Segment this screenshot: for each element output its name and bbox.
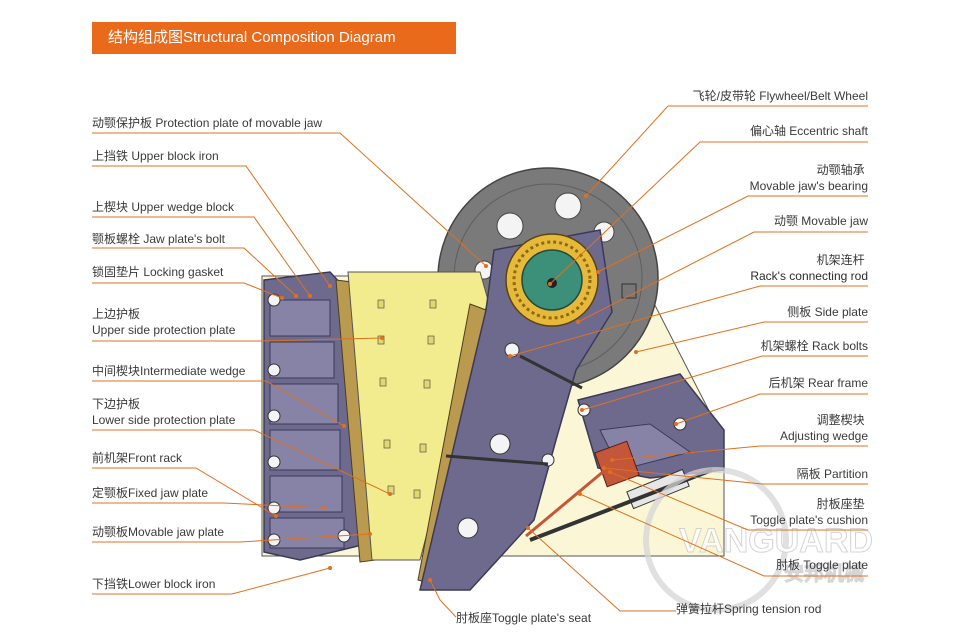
label-toggle-plate-seat: 肘板座Toggle plate's seat — [456, 610, 592, 625]
labels-right: 飞轮/皮带轮 Flywheel/Belt Wheel 偏心轴 Eccentric… — [676, 89, 869, 616]
label-eccentric-shaft: 偏心轴 Eccentric shaft — [750, 123, 869, 138]
label-toggle-plate: 肘板 Toggle plate — [776, 557, 868, 572]
label-toggle-plate-cushion: 肘板座垫 Toggle plate's cushion — [750, 496, 868, 527]
watermark-chinese: 安邦机械 — [784, 561, 864, 585]
label-movable-jaw-plate: 动颚板Movable jaw plate — [92, 525, 224, 539]
front-rack-ribs — [269, 299, 345, 549]
page-title: 结构组成图Structural Composition Diagram — [92, 22, 456, 54]
label-spring-tension-rod: 弹簧拉杆Spring tension rod — [676, 601, 821, 616]
watermark: VANGUARD 安邦机械 — [643, 467, 873, 613]
label-front-rack: 前机架Front rack — [92, 450, 183, 465]
label-protection-plate: 动颚保护板 Protection plate of movable jaw — [92, 116, 322, 130]
label-flywheel: 飞轮/皮带轮 Flywheel/Belt Wheel — [693, 89, 868, 103]
label-lower-block-iron: 下挡铁Lower block iron — [92, 577, 215, 591]
label-adjusting-wedge: 调整楔块 Adjusting wedge — [780, 412, 868, 443]
label-rack-bolts: 机架螺栓 Rack bolts — [761, 338, 868, 353]
labels-left: 动颚保护板 Protection plate of movable jaw 上挡… — [92, 116, 322, 591]
watermark-brand: VANGUARD — [679, 522, 873, 560]
label-upper-block-iron: 上挡铁 Upper block iron — [92, 149, 219, 163]
labels-bottom: 肘板座Toggle plate's seat — [456, 610, 592, 625]
label-lower-side-protection: 下边护板 Lower side protection plate — [92, 397, 236, 427]
label-rack-connecting-rod: 机架连杆 Rack's connecting rod — [750, 252, 868, 283]
label-rear-frame: 后机架 Rear frame — [769, 376, 869, 390]
leader-lines-left — [92, 132, 488, 595]
label-jaw-plate-bolt: 颚板螺栓 Jaw plate's bolt — [92, 231, 226, 246]
leader-lines-right — [428, 105, 868, 618]
label-side-plate: 侧板 Side plate — [787, 305, 868, 319]
label-upper-side-protection: 上边护板 Upper side protection plate — [92, 307, 236, 337]
label-upper-wedge-block: 上楔块 Upper wedge block — [92, 200, 235, 214]
label-fixed-jaw-plate: 定颚板Fixed jaw plate — [92, 485, 208, 500]
label-movable-jaw: 动颚 Movable jaw — [774, 214, 868, 228]
label-locking-gasket: 锁固垫片 Locking gasket — [92, 264, 224, 279]
label-movable-jaw-bearing: 动颚轴承 Movable jaw's bearing — [750, 162, 868, 193]
label-partition: 隔板 Partition — [797, 467, 868, 481]
label-intermediate-wedge: 中间楔块Intermediate wedge — [92, 363, 246, 378]
crusher-illustration — [261, 167, 725, 591]
